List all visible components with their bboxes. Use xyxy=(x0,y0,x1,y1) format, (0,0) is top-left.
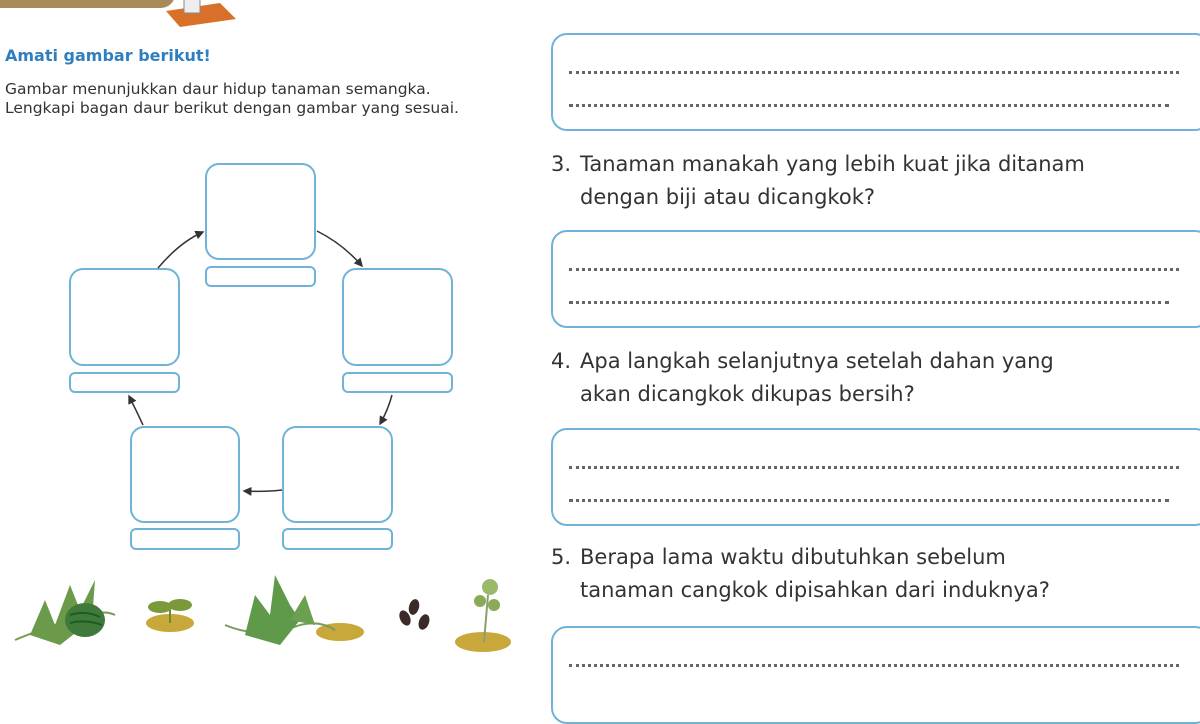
question-5: 5. Berapa lama waktu dibutuhkan sebelum t… xyxy=(551,541,1050,607)
section-badge xyxy=(0,0,175,8)
arrow-icon xyxy=(242,486,283,496)
sprout-icon xyxy=(455,579,511,652)
answer-box-5[interactable] xyxy=(551,626,1200,724)
question-number: 4. xyxy=(551,349,572,373)
answer-line xyxy=(569,499,1169,502)
question-text: akan dicangkok dikupas bersih? xyxy=(580,382,915,406)
diagram-label-right[interactable] xyxy=(342,372,453,393)
answer-box-4[interactable] xyxy=(551,428,1200,526)
answer-line xyxy=(569,104,1169,107)
answer-line xyxy=(569,301,1169,304)
section-heading: Amati gambar berikut! xyxy=(5,46,211,65)
cycle-arrows xyxy=(128,230,393,496)
arrow-icon xyxy=(128,394,144,426)
answer-line xyxy=(569,71,1179,74)
answer-line xyxy=(569,466,1179,469)
question-number: 5. xyxy=(551,545,572,569)
question-text: Tanaman manakah yang lebih kuat jika dit… xyxy=(580,152,1085,176)
seeds-icon xyxy=(399,599,430,630)
diagram-label-left[interactable] xyxy=(69,372,180,393)
question-4: 4. Apa langkah selanjutnya setelah dahan … xyxy=(551,345,1054,411)
watermelon-plant-icon xyxy=(14,580,116,645)
question-number: 3. xyxy=(551,152,572,176)
answer-box-2[interactable] xyxy=(551,33,1200,131)
arrow-icon xyxy=(316,230,363,268)
diagram-box-top[interactable] xyxy=(205,163,316,260)
diagram-box-right[interactable] xyxy=(342,268,453,366)
cut-off-text: tanaman xyxy=(577,0,671,2)
question-text: dengan biji atau dicangkok? xyxy=(580,185,875,209)
diagram-box-left[interactable] xyxy=(69,268,180,366)
diagram-box-bottom-left[interactable] xyxy=(130,426,240,523)
arrow-icon xyxy=(157,230,205,269)
question-3: 3. Tanaman manakah yang lebih kuat jika d… xyxy=(551,148,1085,214)
answer-line xyxy=(569,664,1179,667)
vine-plant-icon xyxy=(224,575,364,645)
plant-images xyxy=(14,575,511,652)
diagram-label-top[interactable] xyxy=(205,266,316,287)
question-text: Apa langkah selanjutnya setelah dahan ya… xyxy=(580,349,1054,373)
instruction-text: Gambar menunjukkan daur hidup tanaman se… xyxy=(5,80,459,117)
arrow-icon xyxy=(379,394,393,426)
diagram-label-bottom-left[interactable] xyxy=(130,528,240,550)
answer-line xyxy=(569,268,1179,271)
diagram-box-bottom-right[interactable] xyxy=(282,426,393,523)
question-text: tanaman cangkok dipisahkan dari induknya… xyxy=(580,578,1050,602)
book-illustration-icon xyxy=(166,0,236,27)
seedling-icon xyxy=(146,599,194,632)
answer-box-3[interactable] xyxy=(551,230,1200,328)
diagram-label-bottom-right[interactable] xyxy=(282,528,393,550)
question-text: Berapa lama waktu dibutuhkan sebelum xyxy=(580,545,1006,569)
